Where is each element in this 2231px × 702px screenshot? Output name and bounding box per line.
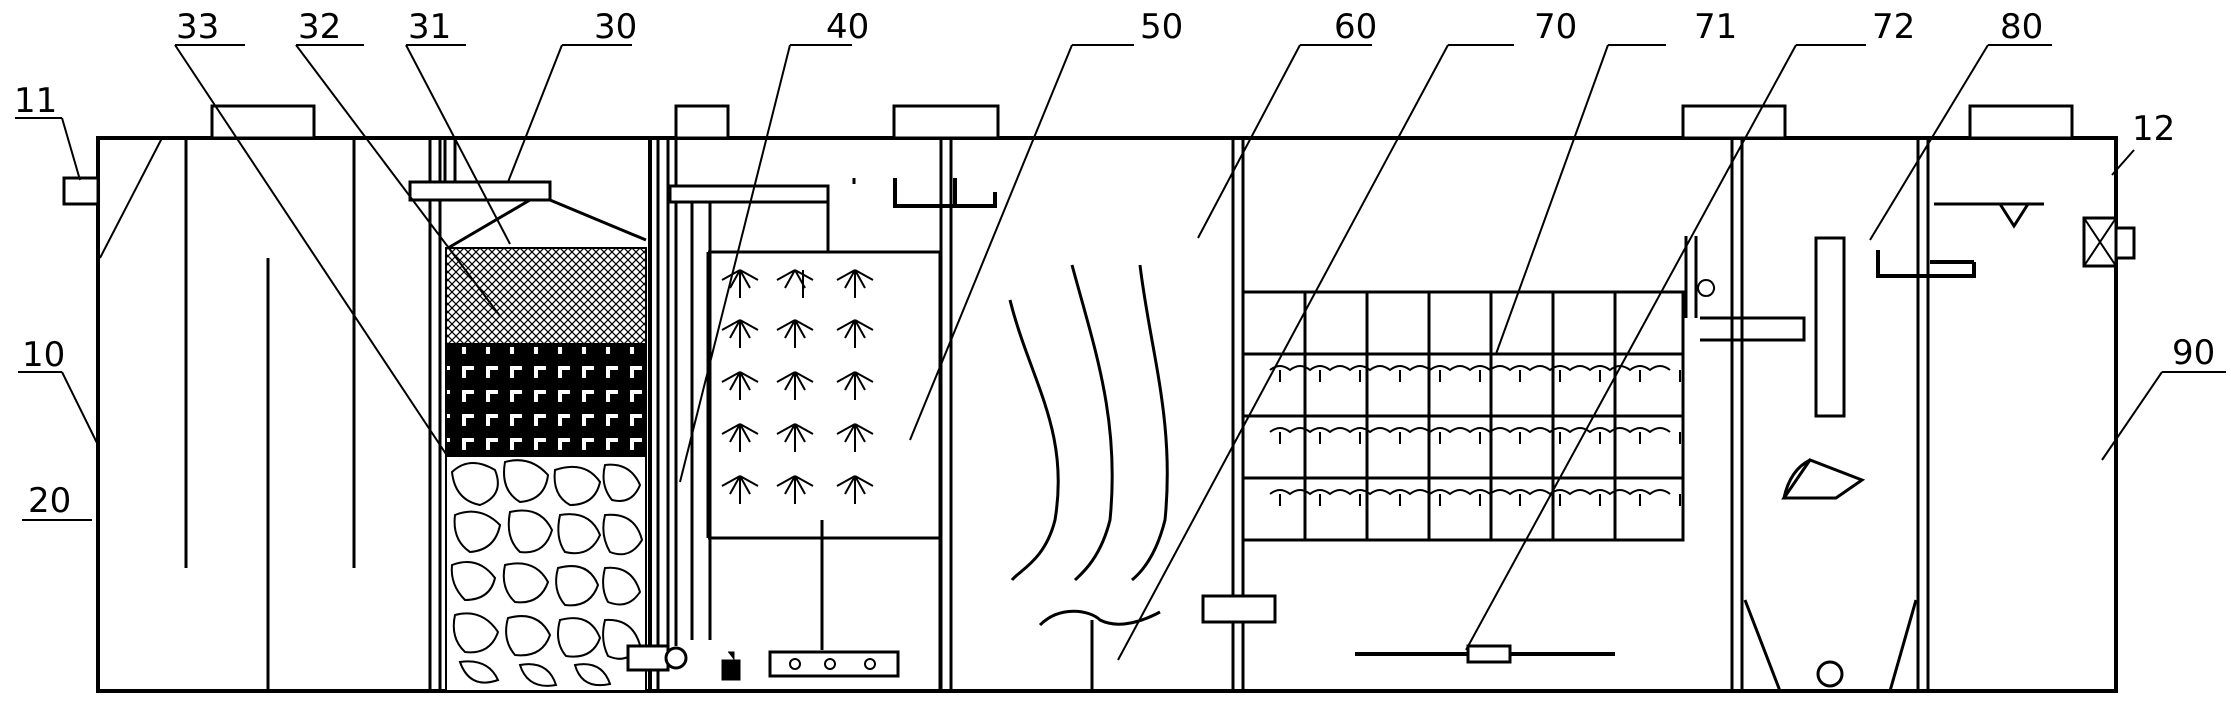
bottom-mixer [1466, 644, 1512, 664]
label-31: 31 [408, 7, 451, 47]
filter-compartment [408, 138, 688, 692]
contact-oxidation-compartment [1241, 290, 1685, 664]
anoxic-flow-lines [1008, 264, 1169, 691]
compartment-walls [428, 138, 1930, 691]
label-33: 33 [176, 7, 219, 47]
middle-grid-media [445, 345, 647, 457]
outlet-pipe [2082, 216, 2136, 268]
tank-outline [96, 136, 2118, 693]
label-10: 10 [22, 335, 65, 375]
label-32: 32 [298, 7, 341, 47]
aeration-compartment [668, 178, 997, 691]
leader-lines [15, 44, 2226, 661]
label-72: 72 [1872, 7, 1915, 47]
manhole-covers [210, 104, 2074, 140]
label-50: 50 [1140, 7, 1183, 47]
label-70: 70 [1534, 7, 1577, 47]
label-90: 90 [2172, 333, 2215, 373]
upper-fine-media [445, 247, 647, 345]
label-80: 80 [2000, 7, 2043, 47]
sedimentation-compartment [1684, 202, 2044, 692]
label-40: 40 [826, 7, 869, 47]
label-71: 71 [1694, 7, 1737, 47]
label-60: 60 [1334, 7, 1377, 47]
label-30: 30 [594, 7, 637, 47]
inlet-pipe [62, 176, 100, 206]
transfer-valve [1201, 594, 1277, 624]
label-20: 20 [28, 481, 71, 521]
reference-labels: 11 10 20 33 32 31 30 40 50 60 70 71 72 8… [14, 7, 2215, 521]
label-11: 11 [14, 81, 57, 121]
label-12: 12 [2132, 109, 2175, 149]
settling-baffles [184, 138, 356, 691]
lower-stone-media [445, 455, 647, 692]
